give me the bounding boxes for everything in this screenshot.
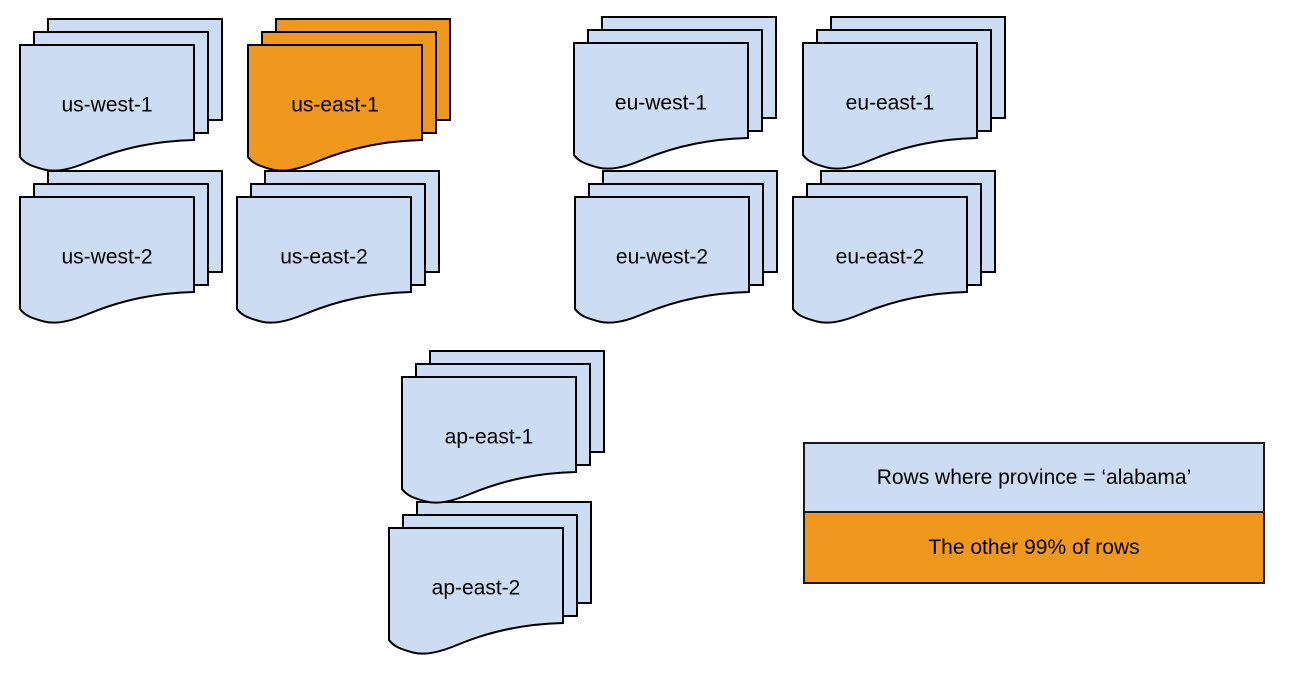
document-icon xyxy=(388,527,564,655)
doc-stack-us-east-2: us-east-2 xyxy=(236,170,441,326)
stack-label: eu-west-1 xyxy=(615,92,707,115)
doc-stack-eu-west-1: eu-west-1 xyxy=(573,16,778,172)
doc-stack-us-east-1: us-east-1 xyxy=(247,18,452,174)
stack-label: eu-west-2 xyxy=(616,246,708,269)
stack-label: ap-east-2 xyxy=(432,577,521,600)
document-icon xyxy=(574,196,750,324)
document-icon xyxy=(802,42,978,170)
stack-label: us-east-2 xyxy=(280,246,368,269)
legend-label-other: The other 99% of rows xyxy=(928,535,1140,559)
doc-stack-eu-west-2: eu-west-2 xyxy=(574,170,779,326)
doc-stack-eu-east-1: eu-east-1 xyxy=(802,16,1007,172)
document-icon xyxy=(573,42,749,170)
doc-stack-ap-east-2: ap-east-2 xyxy=(388,501,593,657)
legend-label-alabama: Rows where province = ‘alabama’ xyxy=(876,465,1192,489)
doc-stack-eu-east-2: eu-east-2 xyxy=(792,170,997,326)
stack-label: eu-east-1 xyxy=(846,92,935,115)
stack-label: us-west-2 xyxy=(61,246,152,269)
document-icon xyxy=(792,196,968,324)
document-icon xyxy=(247,44,423,172)
doc-stack-ap-east-1: ap-east-1 xyxy=(401,350,606,506)
legend-row-alabama: Rows where province = ‘alabama’ xyxy=(805,444,1263,511)
legend: Rows where province = ‘alabama’ The othe… xyxy=(803,442,1265,584)
document-icon xyxy=(401,376,577,504)
document-icon xyxy=(19,196,195,324)
document-icon xyxy=(236,196,412,324)
stack-label: us-west-1 xyxy=(61,94,152,117)
doc-stack-us-west-1: us-west-1 xyxy=(19,18,224,174)
stack-label: ap-east-1 xyxy=(445,426,534,449)
doc-stack-us-west-2: us-west-2 xyxy=(19,170,224,326)
stack-label: us-east-1 xyxy=(291,94,379,117)
document-icon xyxy=(19,44,195,172)
stack-label: eu-east-2 xyxy=(836,246,925,269)
legend-row-other: The other 99% of rows xyxy=(805,511,1263,582)
